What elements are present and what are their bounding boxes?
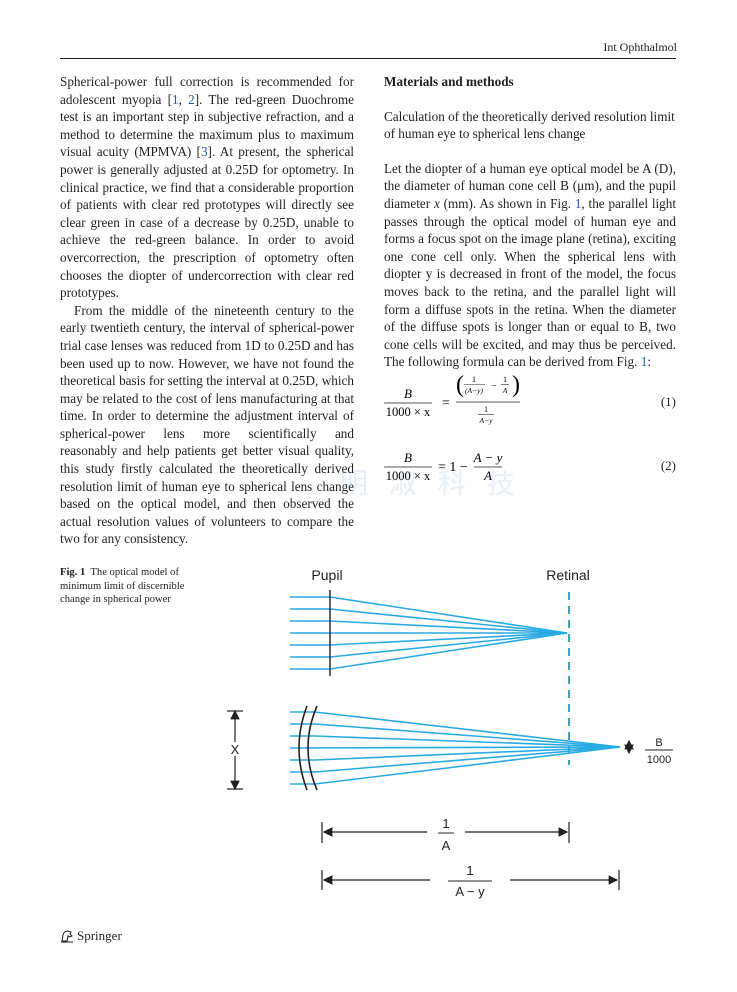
subsection-heading: Calculation of the theoretically derived… xyxy=(384,108,675,142)
minus-lens-front xyxy=(307,705,318,791)
svg-text:1: 1 xyxy=(484,405,488,414)
svg-text:(A−y): (A−y) xyxy=(465,386,483,395)
citation-link-3[interactable]: 3 xyxy=(200,144,208,160)
section-heading: Materials and methods xyxy=(384,74,514,89)
x-label: X xyxy=(231,742,240,757)
svg-text:A − y: A − y xyxy=(473,450,503,465)
dim-1-over-a-minus-y-denominator: A − y xyxy=(455,884,485,899)
equation-2: B 1000 × x = 1 − A − y A (2) xyxy=(384,448,676,508)
svg-text:A: A xyxy=(502,386,508,395)
dim-1-over-a-denominator: A xyxy=(442,838,451,853)
figure-1-optical-model: Pupil Retinal xyxy=(215,560,685,900)
right-paren: ) xyxy=(512,372,520,398)
equation-2-formula: B 1000 × x = 1 − A − y A xyxy=(384,450,503,483)
equation-2-number: (2) xyxy=(660,458,676,473)
figure-caption-label: Fig. 1 xyxy=(60,567,86,578)
dim-1-over-a-numerator: 1 xyxy=(442,816,449,831)
left-paren: ( xyxy=(456,372,464,398)
minus-lens-back xyxy=(298,705,308,791)
paragraph-intro-2: From the middle of the nineteenth centur… xyxy=(60,302,354,547)
citation-link-2[interactable]: 2 xyxy=(188,91,195,107)
svg-text:=: = xyxy=(442,396,450,411)
equation-1: B 1000 × x = ( ) 1 (A−y) − 1 A 1 A−y (1) xyxy=(384,370,676,430)
dim-1-over-a-minus-y-numerator: 1 xyxy=(466,863,473,878)
svg-text:1000 × x: 1000 × x xyxy=(386,469,431,483)
citation-link-1[interactable]: 1 xyxy=(172,91,179,107)
svg-text:1000 × x: 1000 × x xyxy=(386,405,431,419)
header-rule xyxy=(60,58,676,59)
equation-1-formula: B 1000 × x = ( ) 1 (A−y) − 1 A 1 A−y xyxy=(384,372,520,425)
figure-link-2[interactable]: 1 xyxy=(640,354,648,370)
optical-model-diagram: Pupil Retinal xyxy=(227,567,673,899)
right-column: Materials and methods Calculation of the… xyxy=(384,73,676,371)
springer-horse-icon xyxy=(61,930,73,943)
svg-text:−: − xyxy=(491,381,497,392)
svg-text:B: B xyxy=(404,450,412,465)
svg-text:A: A xyxy=(483,468,492,483)
bottom-ray-bundle xyxy=(289,711,621,785)
b-fraction-denominator: 1000 xyxy=(647,754,671,766)
figure-caption: Fig. 1 The optical model of minimum limi… xyxy=(60,566,200,607)
watermark: 明 淑 科 技 xyxy=(340,467,521,500)
paragraph-intro-1: Spherical-power full correction is recom… xyxy=(60,74,354,301)
journal-header: Int Ophthalmol xyxy=(603,40,677,54)
publisher-name: Springer xyxy=(77,928,122,943)
pupil-label: Pupil xyxy=(311,567,342,583)
svg-text:= 1 −: = 1 − xyxy=(438,460,468,475)
paragraph-methods: Let the diopter of a human eye optical m… xyxy=(384,160,676,370)
svg-text:A−y: A−y xyxy=(479,416,494,425)
publisher-footer: Springer xyxy=(60,928,122,944)
figure-caption-text: The optical model of minimum limit of di… xyxy=(60,567,185,606)
figure-link-1[interactable]: 1 xyxy=(574,195,582,211)
b-fraction-numerator: B xyxy=(655,737,662,749)
svg-text:1: 1 xyxy=(472,375,476,384)
svg-text:B: B xyxy=(404,386,412,401)
top-ray-bundle xyxy=(290,596,568,670)
equation-1-number: (1) xyxy=(660,394,676,409)
left-column: Spherical-power full correction is recom… xyxy=(60,73,354,548)
retinal-label: Retinal xyxy=(546,567,590,583)
svg-text:1: 1 xyxy=(503,375,507,384)
